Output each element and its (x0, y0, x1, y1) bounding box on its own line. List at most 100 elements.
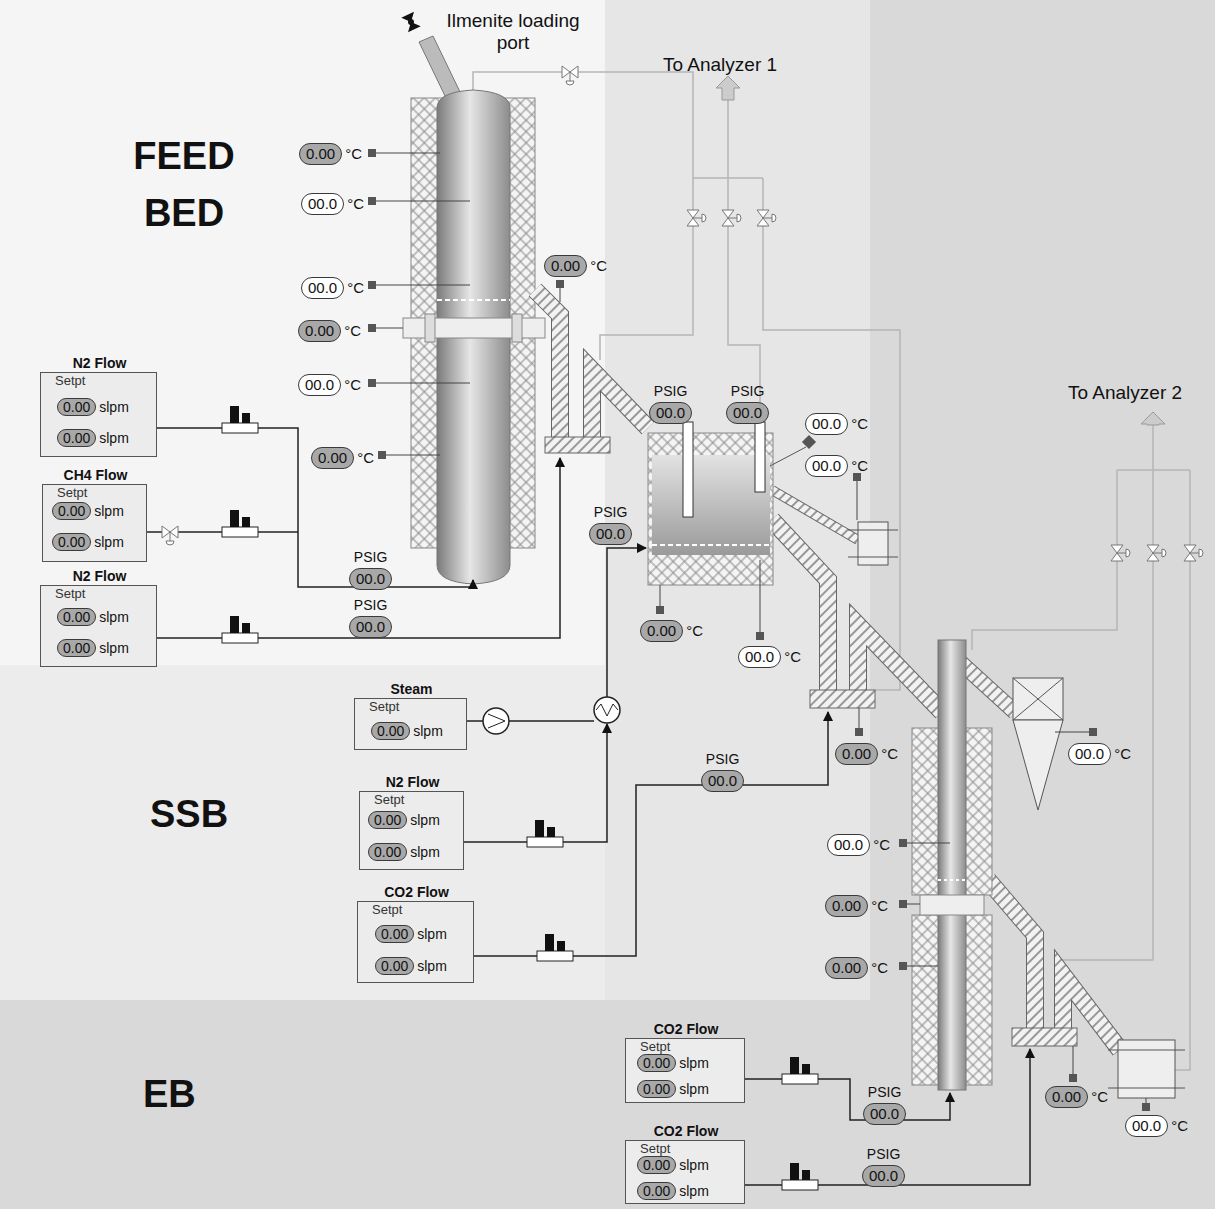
readout-value: 0.00 (544, 255, 587, 277)
analyzer-label: To Analyzer 1 (663, 54, 777, 76)
readout-unit: slpm (679, 1054, 709, 1072)
panel-title: N2 Flow (73, 568, 127, 585)
panel-title: CO2 Flow (384, 884, 449, 901)
solids-pipe (772, 490, 858, 540)
analyzer-label: To Analyzer 2 (1068, 382, 1182, 404)
readout-unit: slpm (99, 398, 129, 416)
readout-unit: °C (871, 897, 888, 915)
readout-value: 0.00 (299, 143, 342, 165)
sensor-marker (899, 962, 907, 970)
flow-controller-panel: CH4 FlowSetpt0.00slpm0.00slpm (42, 484, 147, 562)
temperature-readout: 0.00°C (825, 895, 888, 917)
solids-pipe-hatch (535, 290, 560, 445)
flow-controller-panel: CO2 FlowSetpt0.00slpm0.00slpm (357, 901, 474, 983)
solids-pipe (772, 520, 828, 695)
sensor-marker (368, 149, 376, 157)
sensor-marker (1142, 1103, 1150, 1111)
temperature-readout: 0.00°C (825, 957, 888, 979)
readout-value: 0.00 (368, 811, 407, 829)
solids-pipe (535, 290, 560, 445)
setpoint-label: Setpt (374, 793, 404, 807)
readout-value: 0.00 (637, 1080, 676, 1098)
readout-value: 00.0 (298, 374, 341, 396)
temperature-readout: 0.00°C (299, 143, 362, 165)
readout-value: 0.00 (57, 398, 96, 416)
readout-value: 0.00 (637, 1054, 676, 1072)
panel-title: Steam (390, 681, 432, 698)
pressure-gauge: PSIG00.0 (349, 550, 392, 590)
pressure-gauge: PSIG 00.0 (862, 1147, 905, 1187)
readout-unit: slpm (94, 533, 124, 551)
sensor-marker (556, 280, 564, 288)
flow-readout: 0.00slpm (57, 429, 129, 447)
pressure-unit: PSIG (654, 384, 687, 399)
readout-unit: slpm (679, 1156, 709, 1174)
solids-pipe (960, 662, 1015, 712)
readout-value: 0.00 (371, 722, 410, 740)
readout-value: 0.00 (637, 1182, 676, 1200)
readout-value: 00.0 (805, 413, 848, 435)
sensor-marker (1069, 1074, 1077, 1082)
pressure-unit: PSIG (706, 752, 739, 767)
readout-unit: °C (357, 449, 374, 467)
readout-value: 00.0 (1125, 1115, 1168, 1137)
readout-value: 0.00 (52, 502, 91, 520)
readout-unit: slpm (410, 811, 440, 829)
flow-readout: 0.00slpm (57, 639, 129, 657)
setpoint-label: Setpt (640, 1040, 670, 1054)
readout-value: 00.0 (1068, 743, 1111, 765)
temperature-readout: 00.0°C (301, 277, 364, 299)
panel-title: N2 Flow (73, 355, 127, 372)
pressure-unit: PSIG (354, 550, 387, 565)
temperature-readout: 0.00°C (298, 320, 361, 342)
flow-readout: 0.00slpm (637, 1080, 709, 1098)
readout-unit: °C (784, 648, 801, 666)
sensor-leader (382, 455, 440, 456)
pressure-readout: 00.0 (726, 402, 769, 424)
temperature-readout: 00.0°C (1125, 1115, 1188, 1137)
panel-title: CH4 Flow (64, 467, 128, 484)
readout-unit: °C (881, 745, 898, 763)
sensor-leader (760, 560, 761, 636)
readout-unit: slpm (410, 843, 440, 861)
sensor-marker (756, 632, 764, 640)
flow-readout: 0.00slpm (375, 925, 447, 943)
pressure-readout: 00.0 (589, 523, 632, 545)
panel-title: CO2 Flow (654, 1021, 719, 1038)
sensor-marker (378, 451, 386, 459)
sensor-marker (899, 900, 907, 908)
flow-readout: 0.00slpm (371, 722, 443, 740)
flow-controller-panel: SteamSetpt0.00slpm (354, 698, 467, 750)
sensor-marker (853, 473, 861, 481)
flow-readout: 0.00slpm (368, 843, 440, 861)
readout-unit: slpm (679, 1080, 709, 1098)
temperature-readout: 0.00°C (311, 447, 374, 469)
readout-unit: slpm (94, 502, 124, 520)
pressure-readout: 00.0 (862, 1165, 905, 1187)
flow-readout: 0.00slpm (57, 398, 129, 416)
readout-value: 00.0 (738, 646, 781, 668)
readout-value: 0.00 (57, 639, 96, 657)
readout-unit: °C (1114, 745, 1131, 763)
readout-value: 0.00 (375, 925, 414, 943)
pressure-unit: PSIG (868, 1085, 901, 1100)
readout-unit: °C (851, 457, 868, 475)
pressure-unit: PSIG (354, 598, 387, 613)
sensor-marker (368, 324, 376, 332)
readout-unit: °C (344, 322, 361, 340)
temperature-readout: 00.0°C (301, 193, 364, 215)
solids-pipe-hatch (988, 880, 1035, 1035)
sensor-marker (1089, 728, 1097, 736)
pressure-unit: PSIG (731, 384, 764, 399)
readout-unit: °C (347, 279, 364, 297)
flow-readout: 0.00slpm (637, 1156, 709, 1174)
pressure-unit: PSIG (867, 1147, 900, 1162)
setpoint-label: Setpt (640, 1142, 670, 1156)
readout-unit: slpm (99, 608, 129, 626)
readout-value: 0.00 (640, 620, 683, 642)
sensor-leader (903, 843, 950, 844)
sensor-marker (855, 728, 863, 736)
temperature-readout: 00.0°C (298, 374, 361, 396)
temperature-readout: 0.00°C (640, 620, 703, 642)
temperature-readout: 00.0°C (805, 413, 868, 435)
